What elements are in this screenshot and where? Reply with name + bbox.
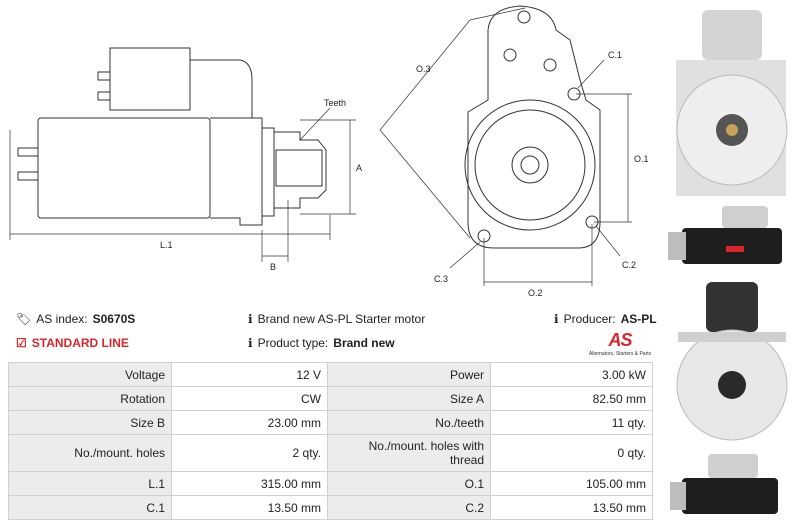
- spec-value: 11 qty.: [491, 411, 653, 435]
- logo-mark: AS: [608, 330, 632, 350]
- description: ℹ Brand new AS-PL Starter motor: [248, 312, 426, 326]
- spec-value: 3.00 kW: [491, 362, 653, 387]
- label-o2: O.2: [528, 288, 543, 298]
- spec-value: 315.00 mm: [172, 472, 328, 496]
- label-c1: C.1: [608, 50, 622, 60]
- product-info: 🏷 AS index: S0670S ☑ STANDARD LINE ℹ Bra…: [14, 310, 657, 358]
- spec-value: 2 qty.: [172, 435, 328, 472]
- logo-tagline: Alternators, Starters & Parts: [588, 351, 652, 357]
- spec-value: 105.00 mm: [491, 472, 653, 496]
- label-teeth: Teeth: [324, 98, 346, 108]
- spec-label: Voltage: [8, 362, 172, 387]
- front-housing-circle: [464, 99, 596, 231]
- solenoid: [109, 47, 191, 111]
- spec-label: Power: [328, 362, 491, 387]
- label-l1: L.1: [160, 240, 173, 250]
- producer: ℹ Producer: AS-PL: [554, 312, 657, 326]
- spec-label: Size B: [8, 411, 172, 435]
- label-c3: C.3: [434, 274, 448, 284]
- label-a: A: [356, 163, 362, 173]
- spec-label: L.1: [8, 472, 172, 496]
- spec-label: C.1: [8, 496, 172, 520]
- label-c2: C.2: [622, 260, 636, 270]
- standard-line: ☑ STANDARD LINE: [16, 336, 129, 350]
- spec-value: CW: [172, 387, 328, 411]
- spec-label: Rotation: [8, 387, 172, 411]
- pinion-housing: [274, 131, 327, 209]
- as-index: 🏷 AS index: S0670S: [16, 312, 136, 326]
- product-type: ℹ Product type: Brand new: [248, 336, 395, 350]
- spec-label: C.2: [328, 496, 491, 520]
- label-b: B: [270, 262, 276, 272]
- label-o3: O.3: [416, 64, 431, 74]
- checkbox-icon: ☑: [16, 336, 27, 350]
- technical-drawing: Teeth A L.1 B O.3 C.1 O.1 C.3 C.2 O.2: [9, 5, 649, 298]
- product-photos: [668, 10, 788, 514]
- spec-label: No./mount. holes: [8, 435, 172, 472]
- spec-value: 0 qty.: [491, 435, 653, 472]
- spec-label: No./teeth: [328, 411, 491, 435]
- motor-body: [37, 117, 211, 219]
- info-icon: ℹ: [554, 312, 559, 326]
- spec-value: 82.50 mm: [491, 387, 653, 411]
- photo-side-view: [668, 206, 782, 264]
- spec-value: 23.00 mm: [172, 411, 328, 435]
- spec-label: Size A: [328, 387, 491, 411]
- spec-label: O.1: [328, 472, 491, 496]
- spec-value: 12 V: [172, 362, 328, 387]
- as-index-value: S0670S: [92, 312, 136, 326]
- as-pl-logo: AS Alternators, Starters & Parts: [585, 330, 655, 360]
- photo-rear-view: [676, 282, 788, 441]
- photo-front-view: [676, 10, 788, 196]
- label-o1: O.1: [634, 154, 649, 164]
- spec-label: No./mount. holes with thread: [328, 435, 491, 472]
- info-icon: ℹ: [248, 312, 253, 326]
- tag-icon: 🏷: [16, 312, 32, 326]
- spec-value: 13.50 mm: [172, 496, 328, 520]
- photo-angle-view: [670, 454, 778, 514]
- spec-value: 13.50 mm: [491, 496, 653, 520]
- front-flange: [467, 5, 601, 249]
- info-icon: ℹ: [248, 336, 253, 350]
